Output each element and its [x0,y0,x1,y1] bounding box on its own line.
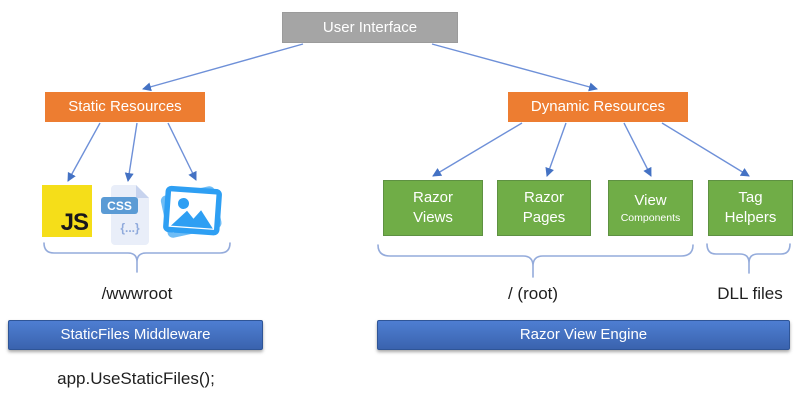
brace-dll [706,243,791,274]
use-static-files-code: app.UseStaticFiles(); [57,369,215,388]
arrow-dynamic-to-razor-views [432,122,523,177]
staticfiles-middleware-label: StaticFiles Middleware [60,326,211,343]
tag-helpers-line1: Tag [738,188,763,206]
view-components-line2: Components [620,212,681,225]
css-badge-text: CSS [107,199,132,213]
javascript-icon-label: JS [60,209,89,236]
razor-view-engine-label: Razor View Engine [519,326,648,343]
razor-views-box: Razor Views [383,180,483,236]
javascript-icon: JS [42,185,92,237]
wwwroot-label: /wwwroot [101,284,173,303]
dll-files-label: DLL files [717,284,783,303]
view-components-box: View Components [608,180,693,236]
css-braces-text: {...} [120,221,140,235]
razor-pages-box: Razor Pages [497,180,591,236]
static-resources-box: Static Resources [45,92,205,122]
arrow-dynamic-to-tag-helpers [661,122,750,177]
razor-views-line1: Razor [412,188,453,206]
arrow-dynamic-to-razor-pages [545,122,567,177]
razor-view-engine-box: Razor View Engine [377,320,790,350]
root-label: / (root) [507,284,559,303]
razor-views-line2: Views [413,209,453,226]
css-file-icon: CSS {...} [101,184,151,252]
brace-wwwroot [43,242,231,273]
dynamic-resources-box: Dynamic Resources [508,92,688,122]
staticfiles-middleware-box: StaticFiles Middleware [8,320,263,350]
razor-pages-line2: Pages [522,209,566,226]
user-interface-box: User Interface [282,12,458,43]
arrow-static-to-images-icon [167,122,197,181]
arrow-static-to-js-icon [67,122,101,182]
arrow-ui-to-static [142,43,304,92]
tag-helpers-line2: Helpers [724,209,777,226]
brace-root [377,244,694,278]
arrow-static-to-css-icon [124,122,138,182]
images-icon [156,177,226,250]
tag-helpers-box: Tag Helpers [708,180,793,236]
user-interface-label: User Interface [322,18,418,36]
static-resources-label: Static Resources [68,98,182,115]
razor-pages-line1: Razor [523,188,564,206]
dynamic-resources-label: Dynamic Resources [530,98,666,115]
arrow-ui-to-dynamic [431,43,598,92]
view-components-line1: View [634,191,667,209]
arrow-dynamic-to-view-components [623,122,652,177]
